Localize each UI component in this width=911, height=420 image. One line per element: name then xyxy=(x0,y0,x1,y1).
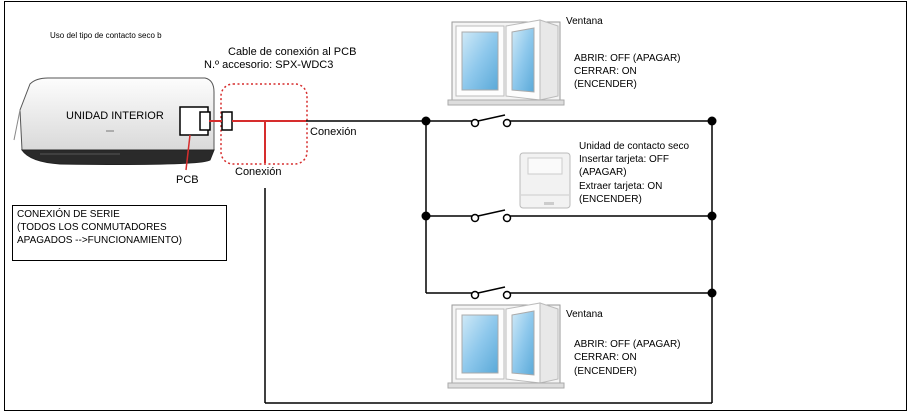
pcb-label: PCB xyxy=(176,174,199,186)
cable-enclosure xyxy=(220,83,308,165)
window-bottom-title: Ventana xyxy=(566,309,603,320)
window-bottom-line1: ABRIR: OFF (APAGAR) xyxy=(574,339,681,350)
connection-label-right: Conexión xyxy=(310,126,357,138)
connection-label-bottom: Conexión xyxy=(235,166,282,178)
window-bottom-line2: CERRAR: ON xyxy=(574,352,637,363)
series-note-line2: (TODOS LOS CONMUTADORES xyxy=(17,222,167,233)
dry-contact-line2: (APAGAR) xyxy=(579,167,627,178)
window-bottom-illustration xyxy=(447,302,565,389)
series-note-line3: APAGADOS -->FUNCIONAMIENTO) xyxy=(17,235,182,246)
cable-label-line1: Cable de conexión al PCB xyxy=(228,46,357,58)
series-connection-note: CONEXIÓN DE SERIE (TODOS LOS CONMUTADORE… xyxy=(12,205,227,261)
indoor-unit-illustration xyxy=(13,77,215,165)
dry-contact-unit-illustration xyxy=(519,152,571,209)
window-top-line2: CERRAR: ON xyxy=(574,66,637,77)
cable-red-wires xyxy=(209,120,306,163)
window-bottom-line3: (ENCENDER) xyxy=(574,366,637,377)
indoor-unit-label: UNIDAD INTERIOR xyxy=(66,110,164,122)
switch-window-bottom xyxy=(470,286,512,300)
switch-window-top xyxy=(470,114,512,128)
window-top-line3: (ENCENDER) xyxy=(574,79,637,90)
dry-contact-title: Unidad de contacto seco xyxy=(579,141,690,152)
diagram-frame xyxy=(4,1,907,411)
pcb-box xyxy=(179,106,211,171)
dry-contact-line1: Insertar tarjeta: OFF xyxy=(579,154,670,165)
series-wiring xyxy=(264,120,713,404)
window-top-illustration xyxy=(447,19,565,106)
switch-dry-contact xyxy=(470,209,512,223)
junction-dots xyxy=(421,116,717,298)
series-note-line1: CONEXIÓN DE SERIE xyxy=(17,209,120,220)
cable-connector xyxy=(221,111,233,131)
cable-label-line2: N.º accesorio: SPX-WDC3 xyxy=(204,59,334,71)
dry-contact-line3: Extraer tarjeta: ON xyxy=(579,181,663,192)
window-top-line1: ABRIR: OFF (APAGAR) xyxy=(574,53,681,64)
dry-contact-line4: (ENCENDER) xyxy=(579,194,642,205)
diagram-title: Uso del tipo de contacto seco b xyxy=(50,31,162,40)
window-top-title: Ventana xyxy=(566,16,603,27)
